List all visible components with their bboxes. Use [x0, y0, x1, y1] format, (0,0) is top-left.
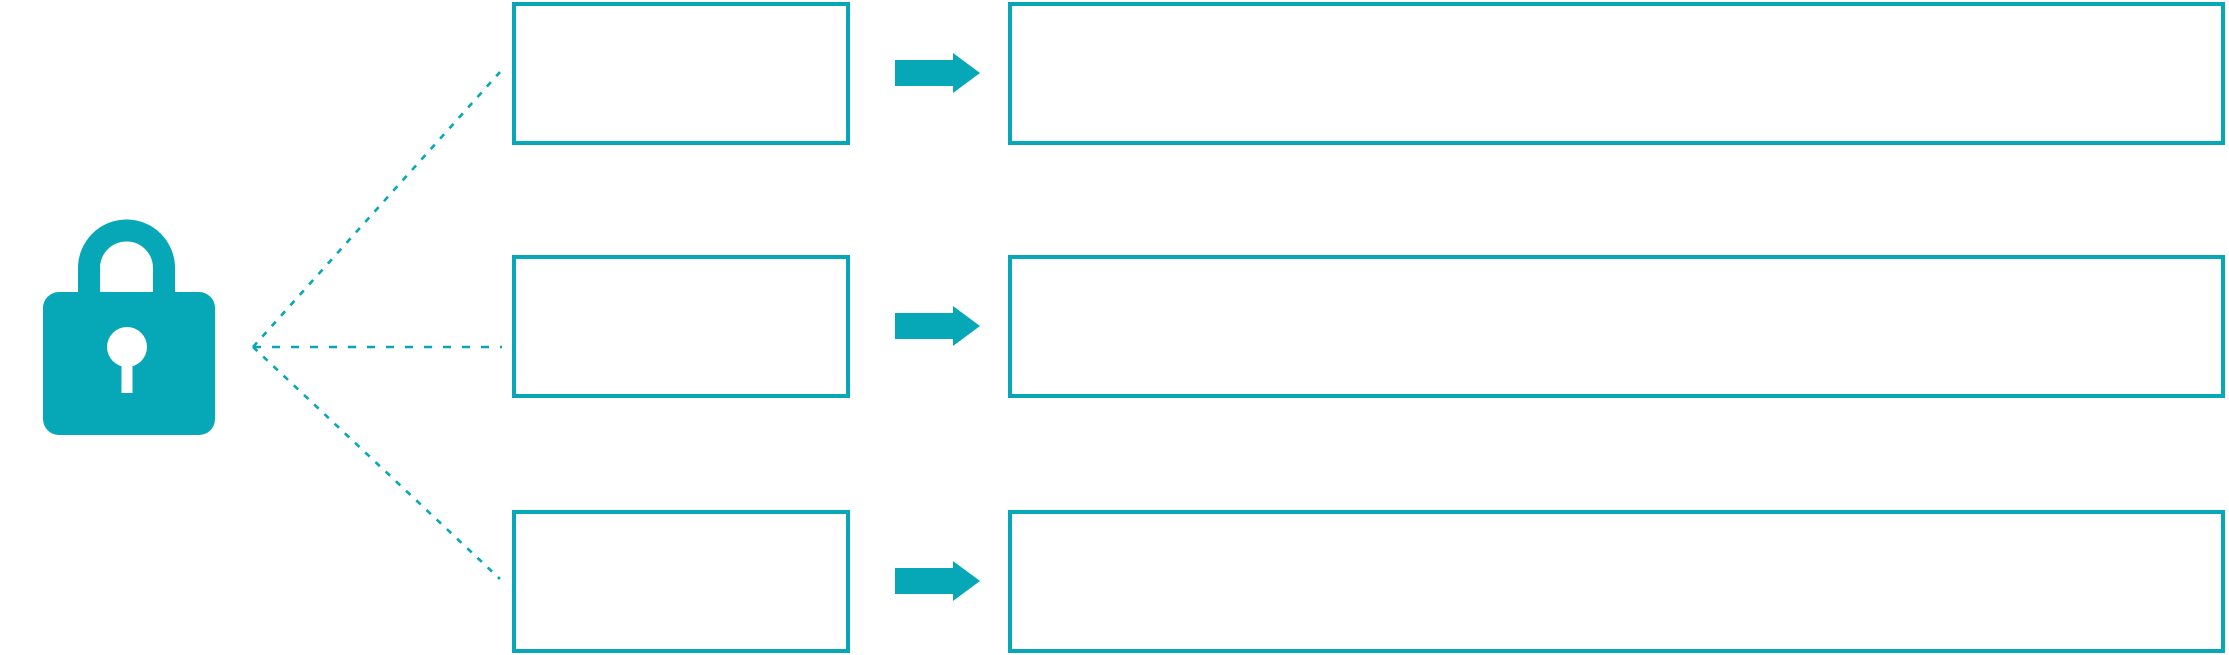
dotted-connector-bottom — [252, 346, 501, 580]
lock-keyhole-stem — [121, 347, 133, 393]
arrow-right-icon — [895, 53, 980, 93]
arrow-right-icon — [895, 561, 980, 601]
term-box — [512, 510, 850, 653]
description-box — [1008, 2, 2225, 145]
description-box — [1008, 255, 2225, 398]
term-box — [512, 2, 850, 145]
dotted-connector-top — [252, 71, 501, 348]
lock-shackle — [78, 219, 175, 320]
arrow-right-icon — [895, 306, 980, 346]
lock-icon — [43, 219, 215, 435]
description-box — [1008, 510, 2225, 653]
term-box — [512, 255, 850, 398]
